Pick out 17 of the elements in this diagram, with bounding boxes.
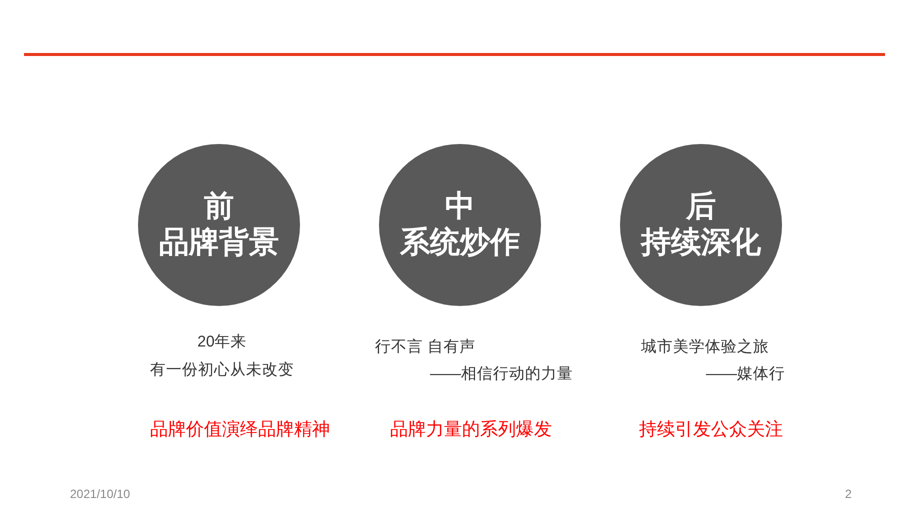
- description-text: 行不言 自有声: [375, 338, 476, 358]
- stage-heading: 中: [445, 189, 475, 225]
- description-text: ——媒体行: [706, 366, 785, 384]
- description-text: 城市美学体验之旅: [641, 338, 769, 358]
- stage-heading: 前: [204, 189, 234, 225]
- stage-title: 系统炒作: [400, 225, 520, 261]
- page-number: 2: [845, 486, 852, 502]
- stage-heading: 后: [686, 189, 716, 225]
- tagline: 品牌价值演绎品牌精神: [150, 419, 330, 441]
- description-text: 20年来: [197, 334, 247, 352]
- description-text: 有一份初心从未改变: [150, 362, 294, 380]
- tagline: 持续引发公众关注: [639, 419, 783, 441]
- date-text: 2021/10/10: [70, 486, 130, 502]
- stage-title: 品牌背景: [159, 225, 279, 261]
- stage-title: 持续深化: [641, 225, 761, 261]
- tagline: 品牌力量的系列爆发: [390, 419, 552, 441]
- description-text: ——相信行动的力量: [430, 366, 573, 384]
